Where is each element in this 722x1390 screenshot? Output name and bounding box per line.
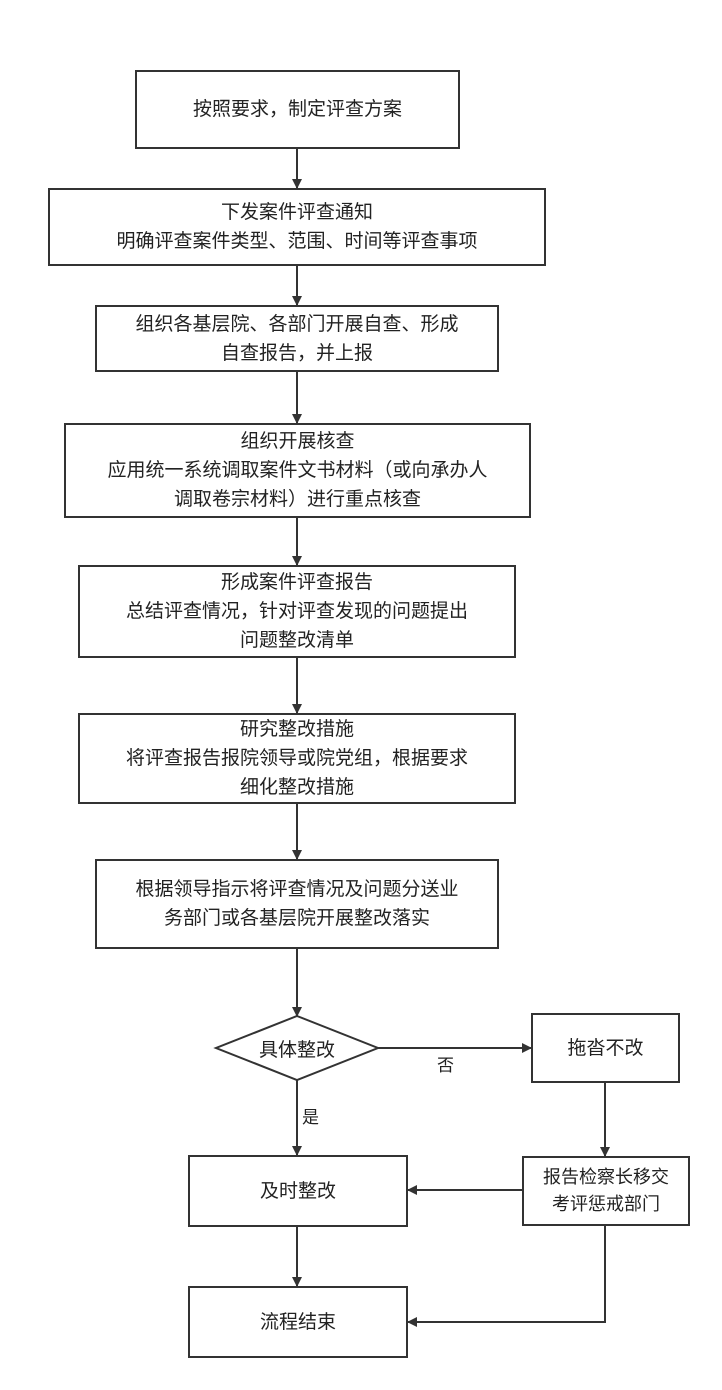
node-delay-no-fix-line-1: 拖沓不改 bbox=[567, 1036, 644, 1059]
edge-label-no: 否 bbox=[437, 1056, 454, 1076]
arrow-report-to-end bbox=[407, 1226, 606, 1327]
node-report-to-chief-line-1: 报告检察长移交 bbox=[543, 1167, 669, 1188]
step-self-inspection-line-1: 组织各基层院、各部门开展自查、形成 bbox=[135, 312, 459, 335]
step-make-plan-line-1: 按照要求，制定评查方案 bbox=[192, 98, 402, 120]
step-issue-notice-line-1: 下发案件评查通知 bbox=[220, 201, 373, 223]
node-timely-fix: 及时整改 bbox=[188, 1155, 408, 1227]
step-evaluation-report-line-1: 形成案件评查报告 bbox=[220, 571, 373, 593]
step-issue-notice: 下发案件评查通知 明确评查案件类型、范围、时间等评查事项 bbox=[48, 188, 546, 266]
step-verification-line-3: 调取卷宗材料）进行重点核查 bbox=[173, 488, 421, 510]
step-rectification-measures-line-3: 细化整改措施 bbox=[239, 776, 354, 798]
step-evaluation-report-line-3: 问题整改清单 bbox=[239, 629, 354, 651]
step-issue-notice-line-2: 明确评查案件类型、范围、时间等评查事项 bbox=[116, 230, 478, 252]
node-process-end: 流程结束 bbox=[188, 1286, 408, 1358]
node-delay-no-fix: 拖沓不改 bbox=[531, 1013, 680, 1083]
step-self-inspection: 组织各基层院、各部门开展自查、形成 自查报告，并上报 bbox=[95, 305, 499, 372]
step-distribute-rectification-line-1: 根据领导指示将评查情况及问题分送业 bbox=[135, 878, 459, 900]
step-rectification-measures-line-1: 研究整改措施 bbox=[239, 718, 354, 740]
edge-label-yes: 是 bbox=[302, 1108, 319, 1128]
step-distribute-rectification-line-2: 务部门或各基层院开展整改落实 bbox=[163, 907, 430, 929]
node-report-to-chief: 报告检察长移交 考评惩戒部门 bbox=[522, 1156, 690, 1226]
decision-label: 具体整改 bbox=[258, 1038, 335, 1061]
step-distribute-rectification: 根据领导指示将评查情况及问题分送业 务部门或各基层院开展整改落实 bbox=[95, 859, 499, 949]
step-self-inspection-line-2: 自查报告，并上报 bbox=[220, 341, 373, 364]
decision-diamond bbox=[213, 1014, 381, 1082]
step-rectification-measures: 研究整改措施 将评查报告报院领导或院党组，根据要求 细化整改措施 bbox=[78, 713, 516, 804]
node-report-to-chief-line-2: 考评惩戒部门 bbox=[552, 1194, 660, 1215]
node-process-end-line-1: 流程结束 bbox=[259, 1310, 336, 1333]
step-verification-line-1: 组织开展核查 bbox=[240, 430, 355, 452]
step-verification: 组织开展核查 应用统一系统调取案件文书材料（或向承办人 调取卷宗材料）进行重点核… bbox=[64, 423, 531, 518]
step-evaluation-report-line-2: 总结评查情况，针对评查发现的问题提出 bbox=[125, 600, 468, 622]
step-make-plan: 按照要求，制定评查方案 bbox=[135, 70, 460, 149]
step-rectification-measures-line-2: 将评查报告报院领导或院党组，根据要求 bbox=[125, 747, 468, 769]
node-timely-fix-line-1: 及时整改 bbox=[259, 1179, 336, 1202]
step-verification-line-2: 应用统一系统调取案件文书材料（或向承办人 bbox=[107, 459, 488, 481]
step-evaluation-report: 形成案件评查报告 总结评查情况，针对评查发现的问题提出 问题整改清单 bbox=[78, 565, 516, 658]
